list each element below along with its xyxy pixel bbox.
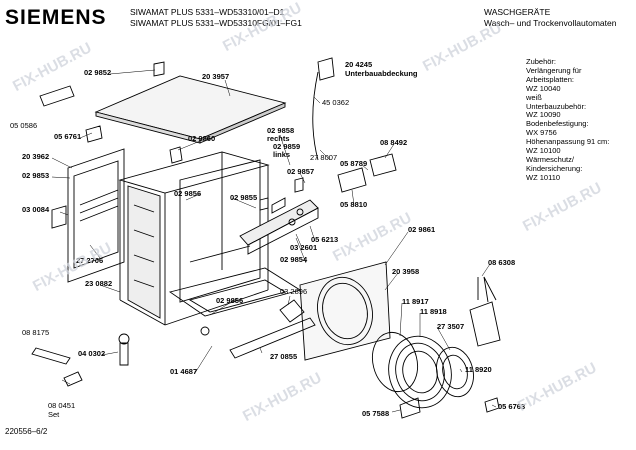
category-line-2: Wasch– und Trockenvollautomaten [484, 18, 617, 28]
part-label: 02 9857 [287, 167, 315, 176]
part-label: 27 0855 [270, 352, 298, 361]
part-label: links [273, 150, 291, 159]
part-label: 05 8789 [340, 159, 368, 168]
accessory-line: Unterbauzubehör: [526, 101, 587, 111]
accessory-line: Zubehör: [526, 57, 557, 66]
plug [317, 57, 335, 81]
part-label: 02 9860 [188, 134, 216, 143]
top-cover [94, 75, 287, 144]
part-label: 01 4687 [170, 367, 198, 376]
part-label: 11 8920 [465, 365, 492, 374]
plinth-strip [229, 317, 316, 359]
part-label: 11 8918 [420, 307, 447, 316]
part-label: 02 9859 [273, 142, 301, 151]
part-label: 20 3962 [22, 152, 50, 161]
part-label: 08 6308 [488, 258, 516, 267]
door-assembly [372, 331, 474, 409]
part-label: rechts [267, 134, 290, 143]
part-label: 23 0882 [85, 279, 113, 288]
accessory-line: weiß [526, 92, 542, 102]
leader-lines [51, 69, 497, 413]
part-label: 02 9852 [84, 68, 112, 77]
accessory-line: WX 9756 [526, 128, 557, 138]
accessory-line: Arbeitsplatten: [526, 74, 574, 84]
control-panel [239, 197, 319, 255]
part-label: 08 0451 [48, 401, 76, 410]
part-label: 05 8810 [340, 200, 368, 209]
small-parts [31, 61, 500, 419]
cabinet-body [118, 151, 270, 326]
accessory-line: WZ 10040 [526, 83, 561, 93]
accessory-line: WZ 10110 [526, 172, 561, 182]
part-label: 03 0084 [22, 205, 50, 214]
accessory-line: Wärmeschutz/ [526, 154, 574, 164]
part-label: 05 6761 [54, 132, 82, 141]
accessory-line: WZ 10100 [526, 146, 561, 156]
part-label: 03 2601 [290, 243, 318, 252]
drawing-number: 220556–6/2 [5, 427, 48, 436]
part-label: 02 9856 [216, 296, 244, 305]
power-cord [312, 71, 319, 161]
part-label: 02 9861 [408, 225, 436, 234]
accessories-list: Zubehör: Verlängerung für Arbeitsplatten… [526, 57, 610, 183]
part-label: 27 8007 [310, 153, 338, 162]
part-label: 04 0302 [78, 349, 106, 358]
part-label: 08 8492 [380, 138, 408, 147]
part-label: 20 3957 [202, 72, 230, 81]
part-label: 05 6213 [311, 235, 339, 244]
part-label: 03 2896 [280, 287, 308, 296]
part-label: 02 9855 [230, 193, 258, 202]
part-label: 27 2706 [76, 256, 104, 265]
part-label: 02 9853 [22, 171, 50, 180]
part-label: 11 8917 [402, 297, 429, 306]
part-label: 02 9856 [174, 189, 202, 198]
part-label: 08 8175 [22, 328, 50, 337]
door-latch-hooks [469, 276, 501, 347]
part-label: Set [48, 410, 60, 419]
accessory-line: Kindersicherung: [526, 163, 583, 173]
model-line-2: SIWAMAT PLUS 5331–WD53310FG/01–FG1 [130, 18, 302, 28]
part-label: 05 0586 [10, 121, 38, 130]
accessory-line: WZ 10090 [526, 110, 561, 120]
left-side-panel [67, 148, 125, 283]
part-label: 05 6763 [498, 402, 526, 411]
model-line-1: SIWAMAT PLUS 5331–WD53310/01–D1 [130, 7, 285, 17]
part-label: 05 7588 [362, 409, 390, 418]
part-label: Unterbauabdeckung [345, 69, 418, 78]
part-label: 02 9858 [267, 126, 295, 135]
front-panel [299, 261, 391, 361]
brand-logo: SIEMENS [5, 6, 107, 29]
accessory-line: Verlängerung für [526, 65, 582, 75]
accessory-line: Höhenanpassung 91 cm: [526, 137, 610, 147]
part-label: 02 9854 [280, 255, 308, 264]
part-label: 20 3958 [392, 267, 420, 276]
accessory-line: Bodenbefestigung: [526, 119, 589, 129]
part-label: 45 0362 [322, 98, 350, 107]
part-label: 20 4245 [345, 60, 373, 69]
part-label: 27 3507 [437, 322, 465, 331]
category-line-1: WASCHGERÄTE [484, 7, 551, 17]
